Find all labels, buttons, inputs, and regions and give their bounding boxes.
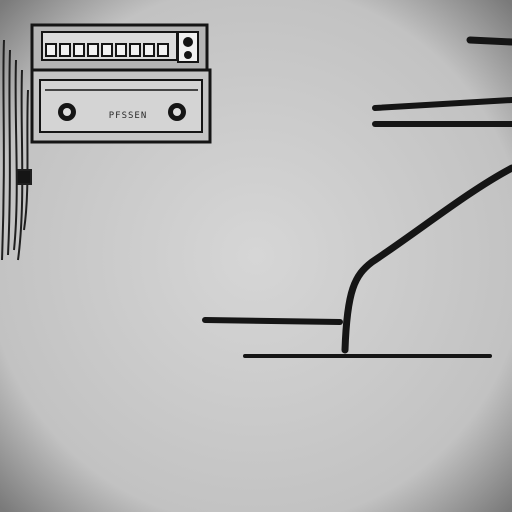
cables — [202, 36, 512, 358]
left-wire-bundle — [1, 39, 32, 261]
top-left-radio-unit — [30, 23, 212, 144]
top-left-key-row — [45, 43, 169, 57]
radio-panel-caption: PFSSEN — [108, 111, 148, 121]
